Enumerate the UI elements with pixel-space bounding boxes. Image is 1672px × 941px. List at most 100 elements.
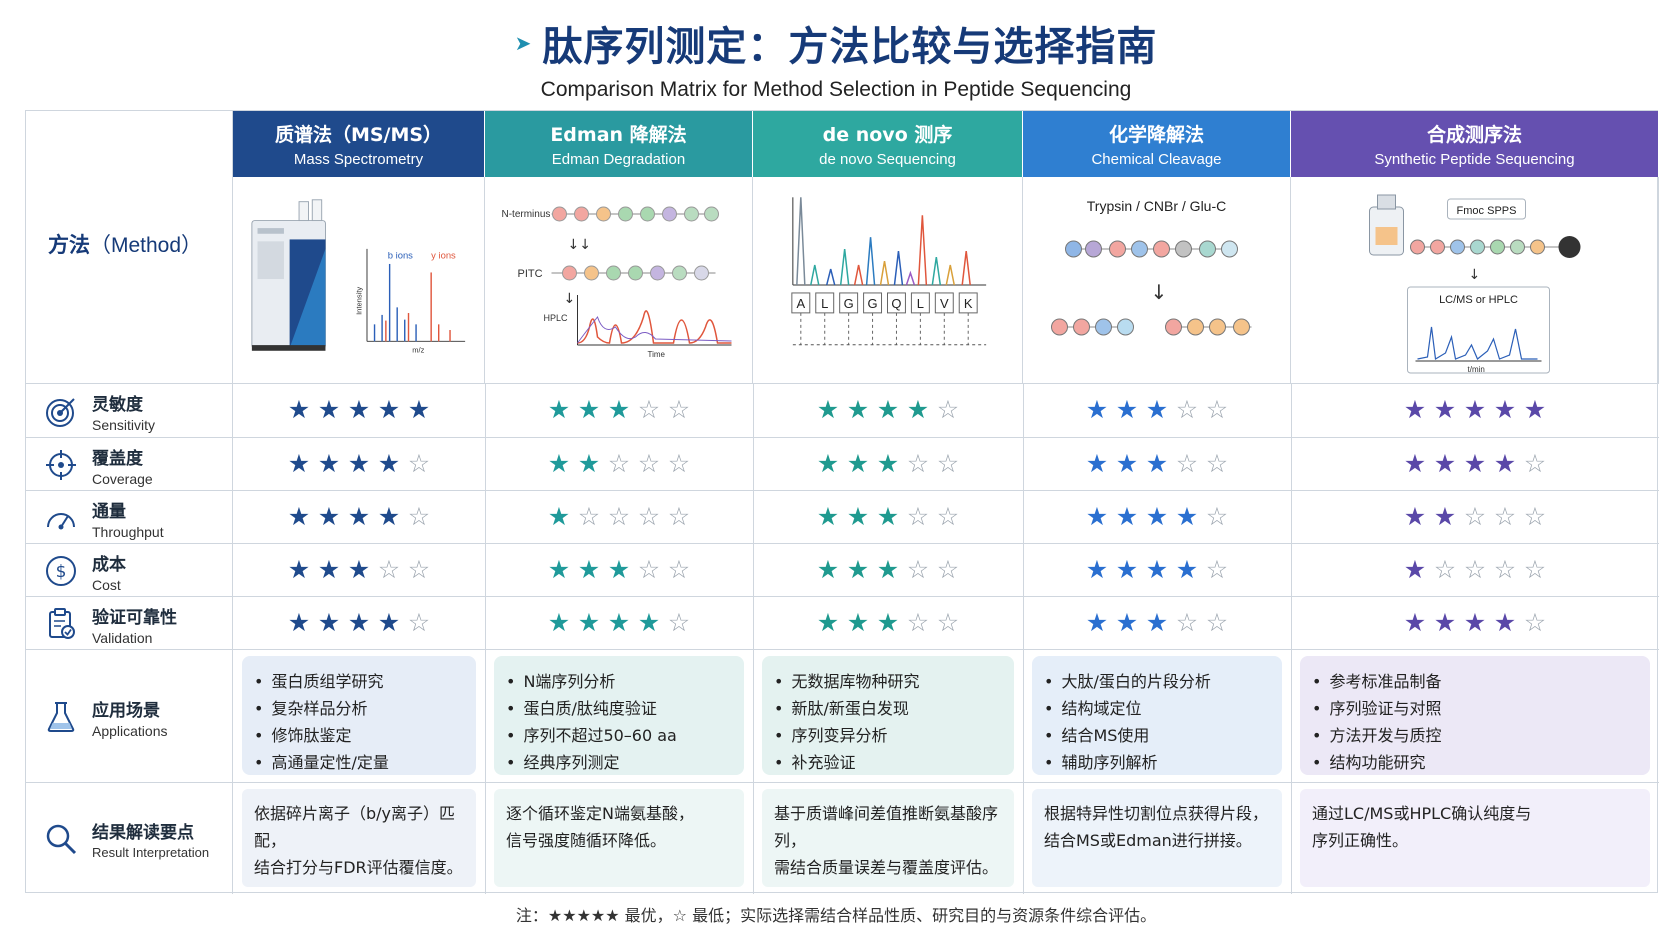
- rating-cost-4: ★☆☆☆☆: [1291, 557, 1659, 582]
- star-filled-icon: ★: [317, 501, 341, 531]
- application-item: •经典序列测定: [506, 749, 732, 776]
- star-empty-icon: ☆: [407, 554, 431, 584]
- b-ions-label: b ions: [388, 249, 413, 260]
- star-filled-icon: ★: [876, 501, 900, 531]
- application-item: •序列验证与对照: [1312, 695, 1638, 722]
- application-text: 修饰肽鉴定: [271, 726, 352, 745]
- star-filled-icon: ★: [547, 607, 571, 637]
- residue-letter: G: [868, 296, 878, 311]
- star-empty-icon: ☆: [667, 448, 691, 478]
- star-empty-icon: ☆: [936, 395, 960, 424]
- application-item: •高通量定性/定量: [254, 749, 464, 776]
- star-empty-icon: ☆: [936, 554, 960, 584]
- n-terminus-label: N-terminus: [502, 209, 551, 220]
- star-empty-icon: ☆: [607, 448, 631, 478]
- star-filled-icon: ★: [1403, 501, 1427, 531]
- row-divider: [26, 649, 1659, 650]
- header-edman-en: Edman Degradation: [551, 151, 686, 168]
- instrument-base: [251, 345, 326, 351]
- interpretation-line: 逐个循环鉴定N端氨基酸，: [506, 804, 694, 823]
- instrument-door: [257, 241, 284, 280]
- star-filled-icon: ★: [1463, 607, 1487, 637]
- star-filled-icon: ★: [1463, 448, 1487, 478]
- synthetic-illustration: Fmoc SPPS ↓ LC/MS or HPLC t/min: [1369, 194, 1581, 374]
- star-filled-icon: ★: [377, 395, 401, 424]
- star-filled-icon: ★: [1433, 448, 1457, 478]
- bullet-icon: •: [774, 753, 784, 772]
- page-subtitle: Comparison Matrix for Method Selection i…: [540, 78, 1132, 101]
- interpretation-line: 序列正确性。: [1312, 831, 1409, 850]
- dollar-icon: $: [46, 556, 76, 586]
- star-filled-icon: ★: [287, 554, 311, 584]
- fmoc-label: Fmoc SPPS: [1457, 205, 1517, 217]
- application-item: •补充验证: [774, 749, 1002, 776]
- application-item: •辅助序列解析: [1044, 749, 1270, 776]
- star-empty-icon: ☆: [1175, 607, 1199, 637]
- intensity-axis-label: Intensity: [354, 287, 363, 315]
- label-column: [26, 111, 233, 894]
- row-divider: [26, 596, 1659, 597]
- star-empty-icon: ☆: [1523, 554, 1547, 584]
- application-item: •参考标准品制备: [1312, 668, 1638, 695]
- criterion-en: Cost: [92, 576, 121, 593]
- application-item: •结合MS使用: [1044, 722, 1270, 749]
- header-chem-en: Chemical Cleavage: [1091, 151, 1222, 168]
- rating-sensitivity-1: ★★★☆☆: [485, 397, 753, 422]
- star-filled-icon: ★: [816, 448, 840, 478]
- application-item: •复杂样品分析: [254, 695, 464, 722]
- residue-box: V: [934, 292, 954, 345]
- column-divider: [485, 383, 486, 894]
- rating-cost-0: ★★★☆☆: [233, 557, 485, 582]
- applications-edman: •N端序列分析•蛋白质/肽纯度验证•序列不超过50–60 aa•经典序列测定: [494, 656, 744, 775]
- star-filled-icon: ★: [1085, 501, 1109, 531]
- method-label-zh: 方法: [48, 233, 90, 257]
- header-ms-zh: 质谱法（MS/MS）: [274, 124, 443, 146]
- star-filled-icon: ★: [1403, 607, 1427, 637]
- star-empty-icon: ☆: [1463, 501, 1487, 531]
- star-filled-icon: ★: [577, 554, 601, 584]
- title-area: ➤ 肽序列测定：方法比较与选择指南 Comparison Matrix for …: [0, 14, 1672, 102]
- criterion-zh: 验证可靠性: [92, 607, 177, 628]
- criterion-en: Validation: [92, 629, 153, 646]
- star-filled-icon: ★: [876, 395, 900, 424]
- star-filled-icon: ★: [1145, 501, 1169, 531]
- residue-letter: V: [940, 296, 949, 311]
- star-empty-icon: ☆: [1175, 395, 1199, 424]
- star-filled-icon: ★: [317, 554, 341, 584]
- applications-label-en: Applications: [92, 722, 168, 739]
- header-denovo-zh: de novo 测序: [822, 124, 953, 146]
- star-filled-icon: ★: [1493, 607, 1517, 637]
- application-text: 大肽/蛋白的片段分析: [1061, 672, 1211, 691]
- bullet-icon: •: [1312, 672, 1322, 691]
- star-empty-icon: ☆: [607, 501, 631, 531]
- star-empty-icon: ☆: [906, 501, 930, 531]
- target-icon: [46, 397, 75, 427]
- star-filled-icon: ★: [407, 395, 431, 424]
- criterion-zh: 覆盖度: [92, 448, 143, 469]
- star-empty-icon: ☆: [906, 554, 930, 584]
- bullet-icon: •: [774, 726, 784, 745]
- star-filled-icon: ★: [637, 607, 661, 637]
- illustration-synthetic: Fmoc SPPS ↓ LC/MS or HPLC t/min: [1291, 177, 1659, 383]
- row-divider: [26, 782, 1659, 783]
- bullet-icon: •: [506, 726, 516, 745]
- star-empty-icon: ☆: [667, 501, 691, 531]
- application-text: 蛋白质/肽纯度验证: [523, 699, 657, 718]
- down-arrow-2: ↓: [564, 291, 576, 307]
- star-filled-icon: ★: [1433, 395, 1457, 424]
- star-empty-icon: ☆: [637, 554, 661, 584]
- application-item: •结构功能研究: [1312, 749, 1638, 776]
- star-filled-icon: ★: [876, 554, 900, 584]
- star-filled-icon: ★: [347, 607, 371, 637]
- application-item: •序列变异分析: [774, 722, 1002, 749]
- criterion-en: Throughput: [92, 523, 164, 540]
- page-title: ➤ 肽序列测定：方法比较与选择指南: [515, 14, 1158, 72]
- method-label-en: （Method）: [90, 234, 203, 257]
